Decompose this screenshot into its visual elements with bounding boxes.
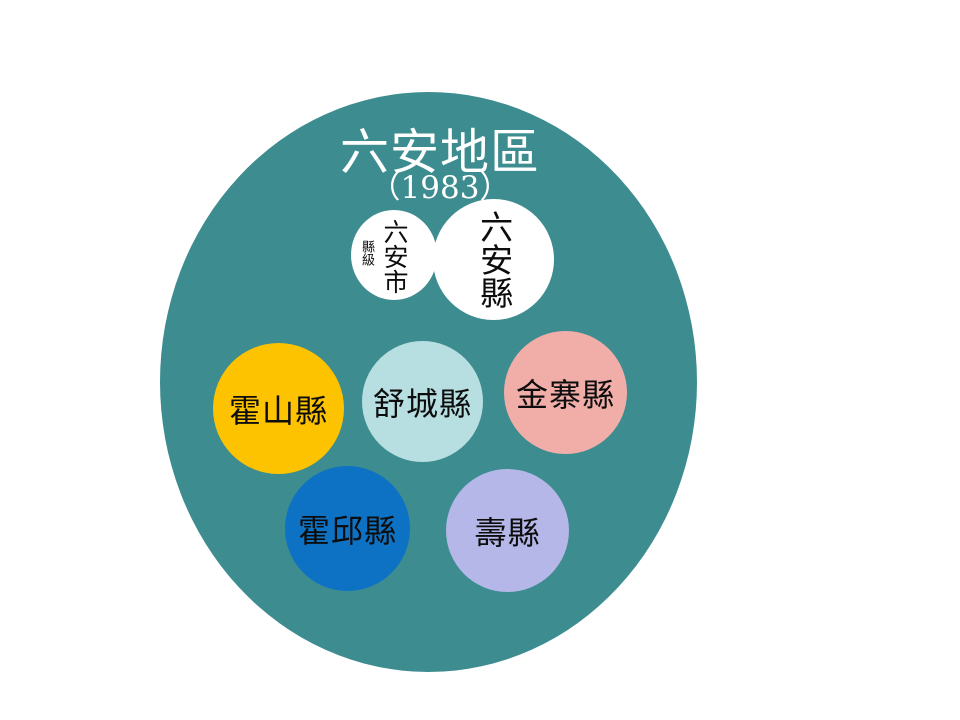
node-liuan-city-rank-label: 縣級 [359,240,374,266]
node-huoqiu-county[interactable]: 霍邱縣 [285,466,410,591]
node-liuan-county-label: 六安縣 [474,210,514,309]
node-shucheng-county-label: 舒城縣 [372,384,472,423]
node-shou-county[interactable]: 壽縣 [446,469,569,592]
node-jinzhai-county[interactable]: 金寨縣 [504,331,627,454]
node-huoqiu-county-label: 霍邱縣 [297,511,397,550]
node-huoshan-county[interactable]: 霍山縣 [213,343,344,474]
node-liuan-city-label: 六安市 [380,219,409,294]
node-jinzhai-county-label: 金寨縣 [515,375,615,414]
node-shou-county-label: 壽縣 [474,513,541,552]
node-liuan-city[interactable]: 縣級 六安市 [351,210,437,300]
node-liuan-county[interactable]: 六安縣 [433,199,554,320]
node-shucheng-county[interactable]: 舒城縣 [362,341,483,462]
node-huoshan-county-label: 霍山縣 [228,391,328,430]
node-liuan-city-inner: 縣級 六安市 [351,210,437,300]
